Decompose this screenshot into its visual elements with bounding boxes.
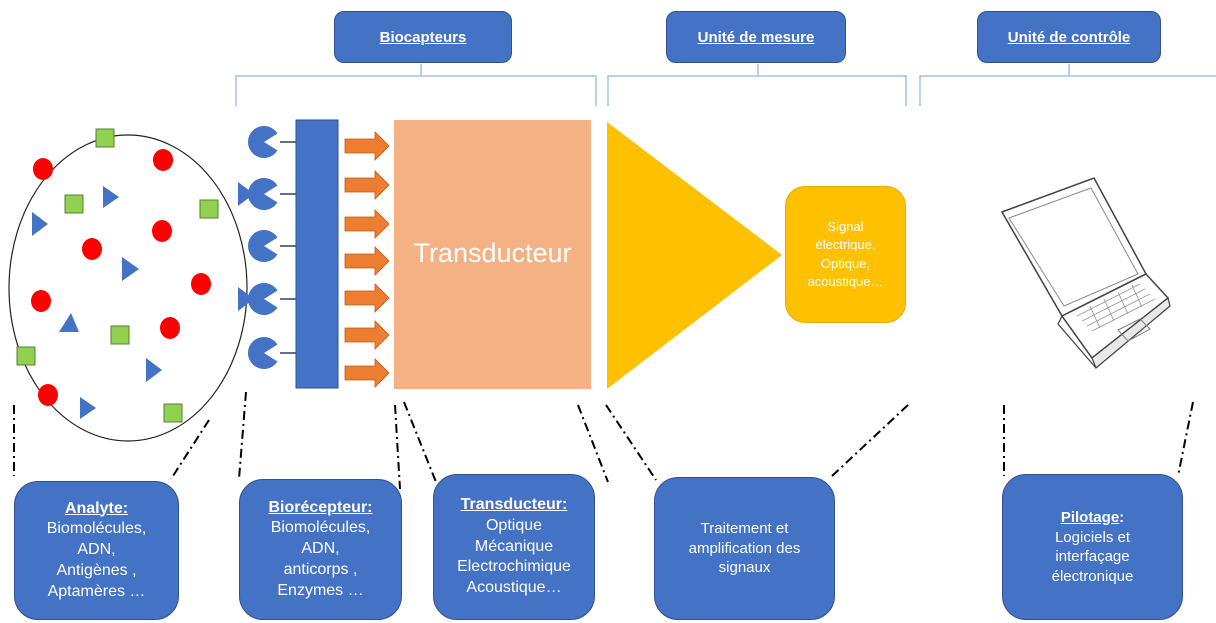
signal-line: Signal (827, 219, 864, 235)
header-unite-controle: Unité de contrôle (977, 11, 1161, 63)
circle-particle-icon (33, 158, 53, 180)
bracket-biocapteurs (235, 64, 597, 106)
arrow-icon (344, 358, 390, 388)
analyte-line: ADN, (77, 541, 116, 559)
biorecepteur-box: Biorécepteur: Biomolécules, ADN, anticor… (239, 479, 402, 620)
receptors (247, 126, 296, 369)
circle-particle-icon (191, 273, 211, 295)
red-particles (31, 149, 211, 406)
triangle-particle-icon (238, 182, 254, 206)
connector-lines (13, 391, 1194, 490)
arrow-icon (344, 246, 390, 276)
arrow-icon (344, 209, 390, 239)
triangle-particle-icon (122, 257, 139, 281)
signal-box: Signal électrique, Optique, acoustique… (785, 186, 906, 323)
biorecepteur-line: ADN, (301, 540, 340, 558)
traitement-box: Traitement et amplification des signaux (654, 477, 835, 620)
bioreceptor-bar (295, 119, 339, 389)
circle-particle-icon (31, 290, 51, 312)
traitement-line: Traitement et (700, 520, 789, 538)
traitement-line: amplification des (688, 539, 801, 557)
transducer-label-text: Transducteur (413, 238, 572, 268)
analyte-line: Biomolécules, (46, 520, 147, 538)
analyte-line: Antigènes , (56, 561, 137, 579)
arrow-icon (344, 131, 390, 161)
pilotage-box: Pilotage: Logiciels et interfaçage élect… (1002, 474, 1183, 620)
analyte-box: Analyte: Biomolécules, ADN, Antigènes , … (14, 481, 179, 620)
receptor-icon (247, 283, 296, 315)
biorecepteur-line: Enzymes … (277, 581, 364, 599)
square-particle-icon (95, 128, 115, 148)
laptop-icon (1000, 177, 1171, 369)
receptor-icon (247, 337, 296, 369)
circle-particle-icon (160, 317, 180, 339)
analyte-line: Aptamères … (47, 582, 146, 600)
amplifier-triangle (607, 122, 782, 389)
header-unite-mesure-label: Unité de mesure (697, 28, 815, 46)
header-biocapteurs-label: Biocapteurs (379, 28, 467, 46)
transducer-block (394, 120, 591, 389)
arrow-icon (344, 320, 390, 350)
circle-particle-icon (38, 384, 58, 406)
transducer-label: Transducteur (394, 238, 591, 269)
receptor-icon (247, 126, 296, 158)
analyte-title: Analyte: (64, 499, 129, 517)
transducteur-box: Transducteur: Optique Mécanique Electroc… (433, 474, 595, 620)
transducteur-line: Electrochimique (457, 558, 571, 576)
biorecepteur-line: Biomolécules, (270, 519, 371, 537)
biorecepteur-line: anticorps , (283, 560, 358, 578)
bracket-unite-mesure (607, 64, 907, 106)
triangle-particle-icon (238, 287, 254, 311)
biorecepteur-title: Biorécepteur: (268, 498, 373, 516)
triangle-particle-icon (59, 313, 79, 332)
square-particle-icon (199, 199, 219, 219)
pilotage-title-row: Pilotage: (1061, 508, 1124, 528)
signal-line: Optique, (820, 255, 871, 271)
signal-line: acoustique… (807, 273, 884, 289)
pilotage-title: Pilotage (1060, 509, 1120, 526)
receptor-icon (247, 230, 296, 262)
pilotage-colon: : (1119, 509, 1125, 526)
circle-particle-icon (153, 149, 173, 171)
square-particle-icon (16, 346, 36, 366)
blue-particles (32, 182, 254, 419)
orange-arrows (344, 131, 390, 388)
bracket-unite-controle (919, 64, 1216, 106)
traitement-line: signaux (718, 559, 771, 577)
circle-particle-icon (82, 238, 102, 260)
transducteur-line: Optique (485, 516, 543, 534)
square-particle-icon (64, 194, 84, 214)
header-unite-controle-label: Unité de contrôle (1007, 28, 1131, 46)
square-particle-icon (163, 403, 183, 423)
circle-particle-icon (152, 220, 172, 242)
arrow-icon (344, 283, 390, 313)
pilotage-line: Logiciels et (1054, 528, 1131, 546)
receptor-icon (247, 178, 296, 210)
header-unite-mesure: Unité de mesure (666, 11, 846, 63)
header-biocapteurs: Biocapteurs (334, 11, 512, 63)
triangle-particle-icon (146, 358, 162, 382)
pilotage-line: interfaçage (1055, 548, 1130, 565)
signal-line: électrique, (815, 237, 876, 253)
transducteur-line: Mécanique (474, 537, 554, 555)
pilotage-line: électronique (1051, 567, 1134, 585)
triangle-particle-icon (32, 212, 48, 236)
transducteur-title: Transducteur: (460, 496, 568, 513)
arrow-icon (344, 170, 390, 200)
triangle-particle-icon (103, 186, 119, 208)
square-particle-icon (110, 325, 130, 345)
green-particles (16, 128, 219, 423)
transducteur-line: Acoustique… (466, 579, 562, 597)
triangle-particle-icon (80, 397, 96, 419)
